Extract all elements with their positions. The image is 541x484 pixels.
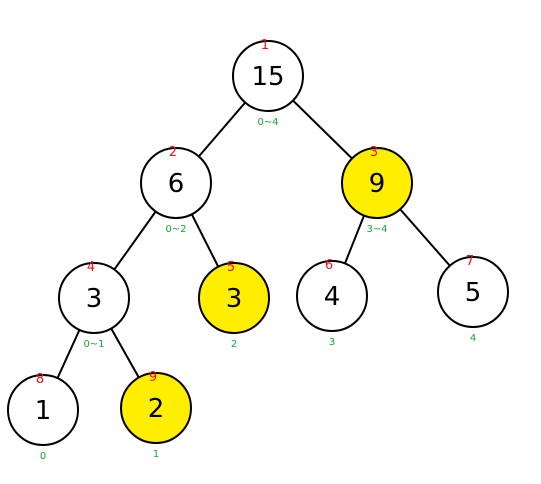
tree-node-index: 7 — [466, 254, 474, 269]
tree-node-3: 9 3 3~4 — [341, 145, 413, 235]
tree-node-value: 6 — [168, 169, 185, 199]
tree-node-index: 9 — [149, 370, 157, 385]
tree-node-circle — [296, 260, 368, 332]
tree-node-range: 3~4 — [366, 224, 387, 235]
tree-node-circle — [341, 147, 413, 219]
tree-node-index: 2 — [169, 145, 177, 160]
tree-node-circle — [437, 256, 509, 328]
tree-node-index: 3 — [370, 145, 378, 160]
tree-node-range: 0~1 — [83, 339, 104, 350]
tree-node-circle — [7, 374, 79, 446]
tree-node-circle — [58, 262, 130, 334]
tree-node-value: 3 — [86, 284, 103, 314]
tree-node-circle — [198, 262, 270, 334]
tree-node-value: 3 — [226, 284, 243, 314]
tree-node-9: 2 9 1 — [120, 370, 192, 460]
tree-node-5: 3 5 2 — [198, 260, 270, 350]
tree-node-value: 4 — [324, 282, 341, 312]
tree-node-2: 6 2 0~2 — [140, 145, 212, 235]
tree-node-range: 1 — [153, 449, 159, 460]
tree-node-value: 2 — [148, 394, 165, 424]
tree-node-1: 15 1 0~4 — [232, 38, 304, 128]
tree-nodes: 15 1 0~4 6 2 0~2 9 3 3~4 3 4 0~1 3 5 2 4 6 3 5 7 4 1 8 0 2 9 1 — [7, 38, 509, 462]
tree-node-value: 5 — [465, 278, 482, 308]
tree-node-6: 4 6 3 — [296, 258, 368, 348]
tree-node-8: 1 8 0 — [7, 372, 79, 462]
tree-node-range: 0~2 — [165, 224, 186, 235]
tree-node-7: 5 7 4 — [437, 254, 509, 344]
tree-node-range: 2 — [231, 339, 237, 350]
tree-node-4: 3 4 0~1 — [58, 260, 130, 350]
tree-node-index: 1 — [261, 38, 269, 53]
tree-node-range: 3 — [329, 337, 335, 348]
tree-node-circle — [120, 372, 192, 444]
tree-node-value: 1 — [35, 396, 52, 426]
tree-node-range: 0~4 — [257, 117, 278, 128]
tree-node-index: 8 — [36, 372, 44, 387]
tree-node-index: 4 — [87, 260, 95, 275]
tree-node-range: 4 — [470, 333, 476, 344]
tree-node-index: 5 — [227, 260, 235, 275]
tree-node-circle — [232, 40, 304, 112]
tree-node-range: 0 — [40, 451, 46, 462]
tree-node-value: 9 — [369, 169, 386, 199]
tree-node-circle — [140, 147, 212, 219]
tree-node-value: 15 — [251, 62, 284, 92]
tree-node-index: 6 — [325, 258, 333, 273]
